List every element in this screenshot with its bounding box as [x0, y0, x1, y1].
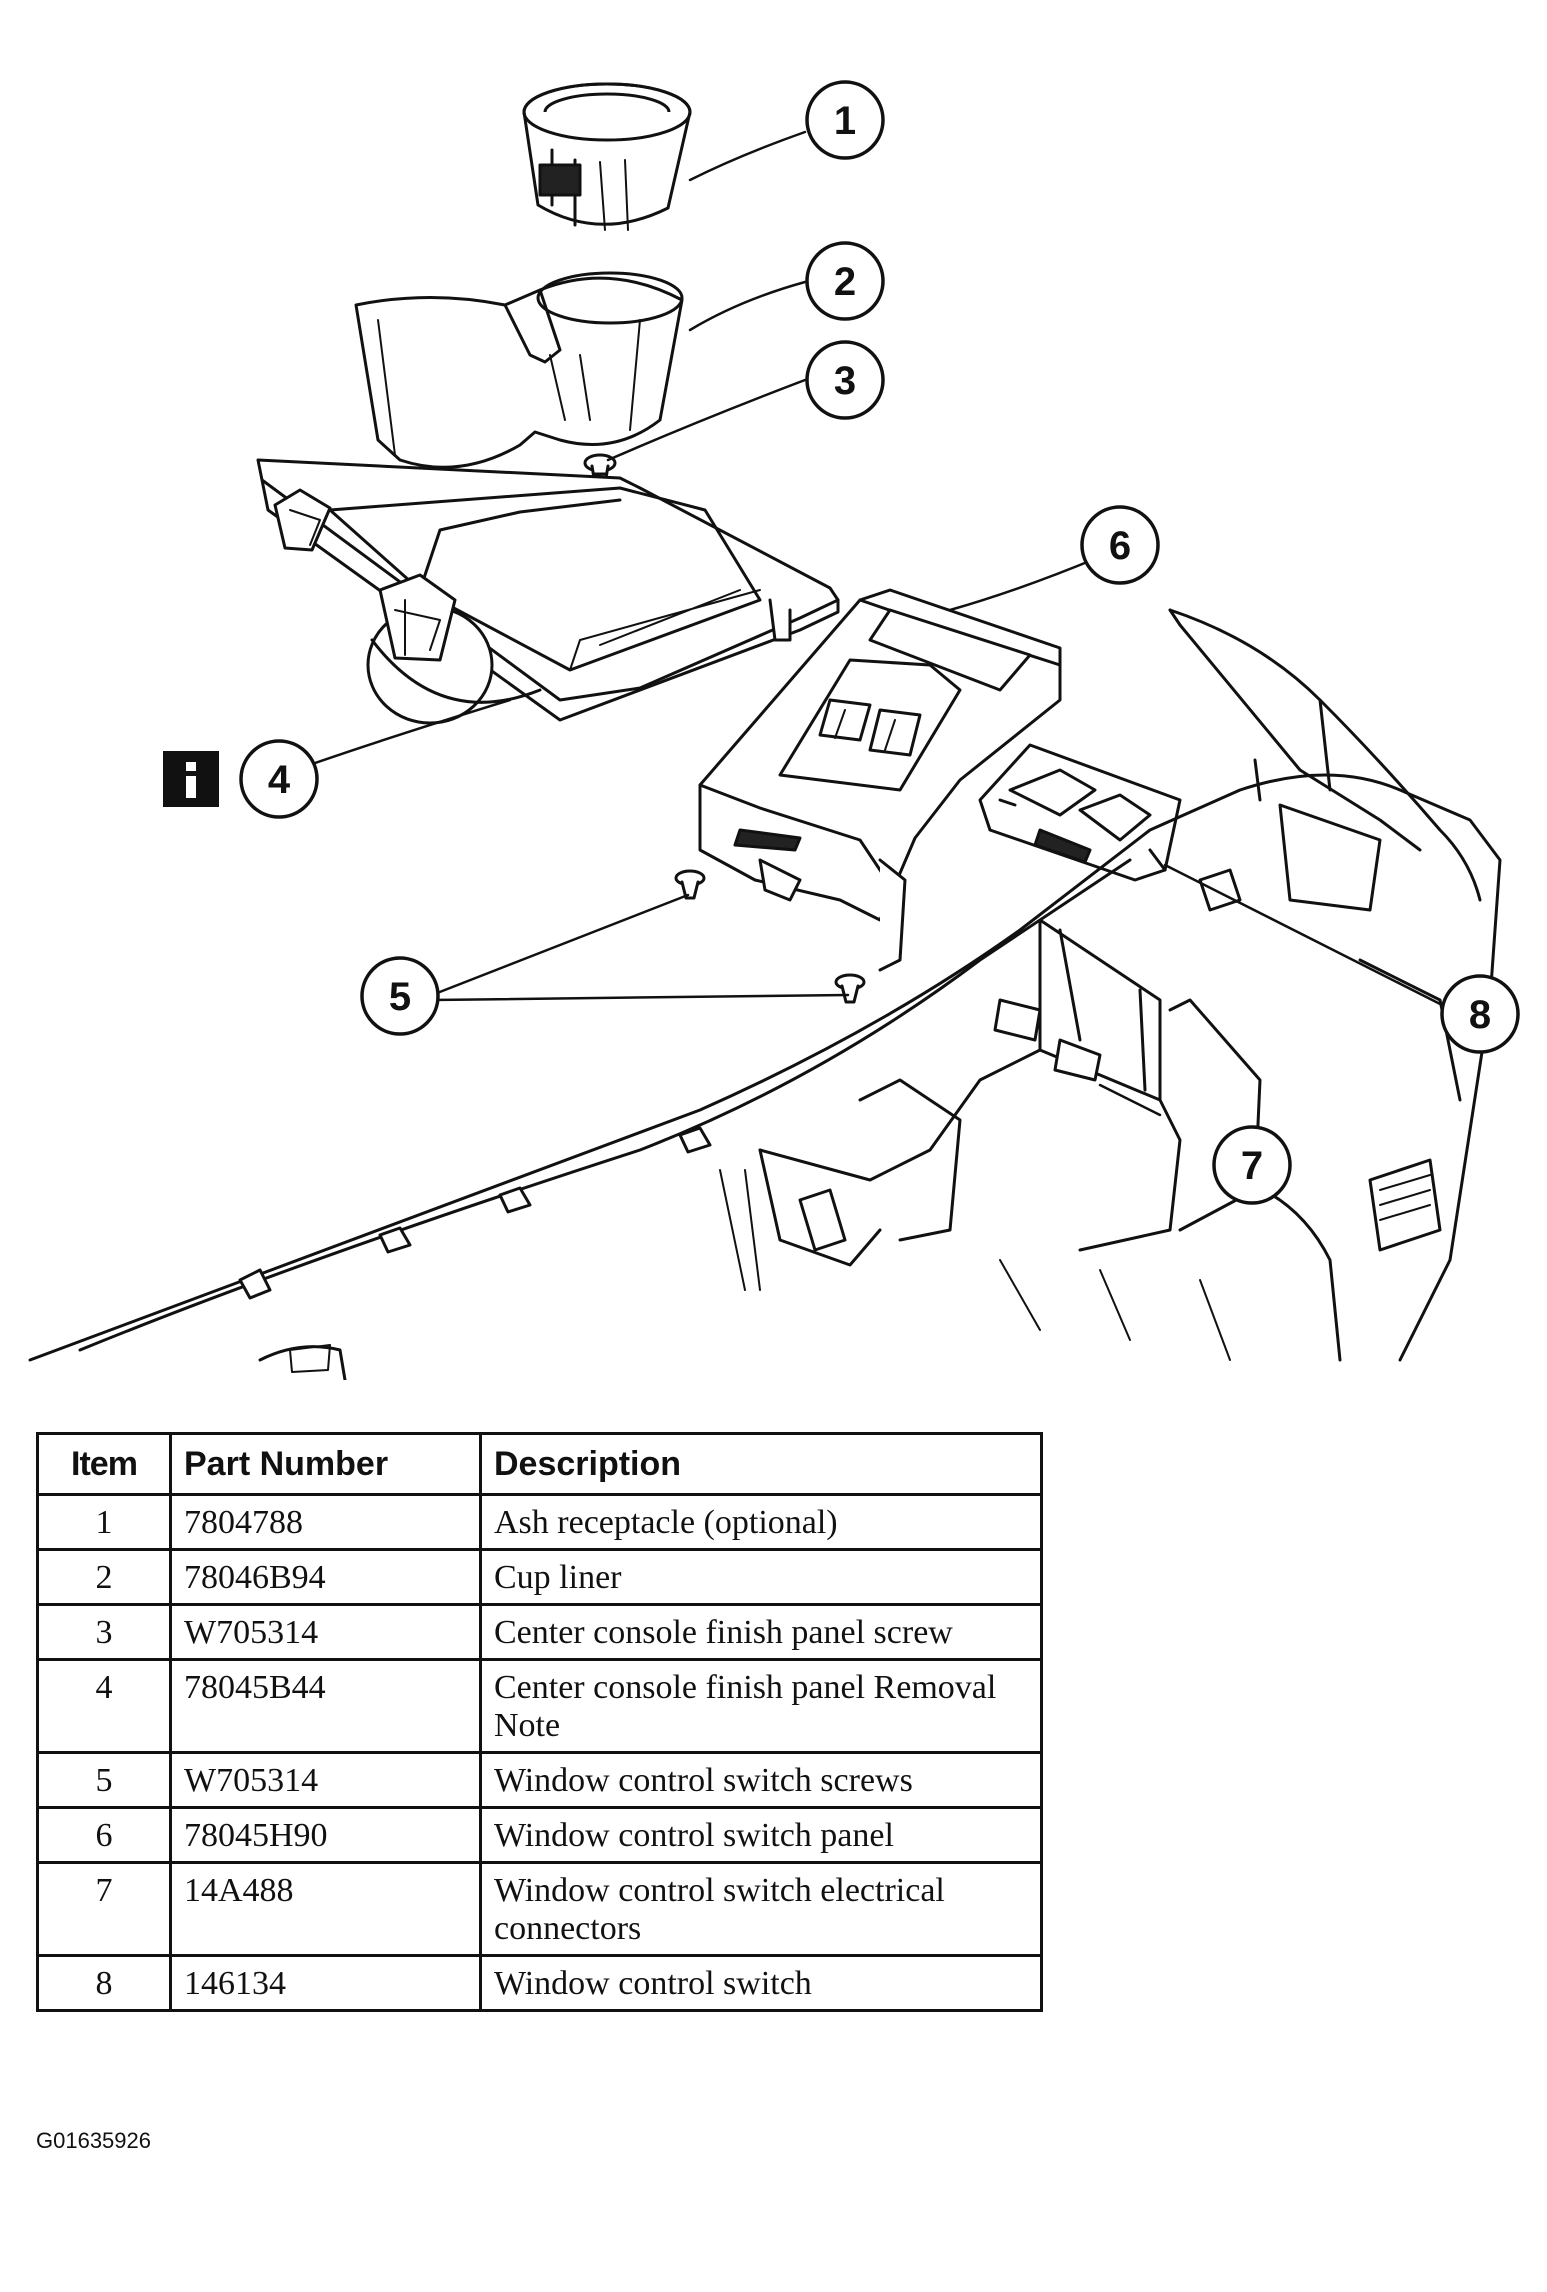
row-part-number: 78045B44 — [169, 1658, 482, 1754]
window-switch-screws-part — [674, 869, 866, 1004]
header-part-number: Part Number — [169, 1432, 482, 1496]
window-switch-panel-part — [698, 588, 1062, 972]
callout-1-label: 1 — [834, 99, 856, 143]
row-item: 2 — [36, 1548, 172, 1606]
table-row: 5 W705314 Window control switch screws — [36, 1751, 1043, 1809]
row-item: 4 — [36, 1658, 172, 1754]
callout-7-label: 7 — [1241, 1144, 1263, 1188]
row-part-number: 146134 — [169, 1954, 482, 2012]
row-item: 8 — [36, 1954, 172, 2012]
callout-2: 2 — [805, 241, 885, 321]
callout-8: 8 — [1440, 974, 1520, 1054]
header-item: Item — [36, 1432, 172, 1496]
callout-3: 3 — [805, 340, 885, 420]
row-description: Ash receptacle (optional) — [479, 1493, 1043, 1551]
callout-4: 4 — [163, 739, 319, 819]
row-part-number: 78045H90 — [169, 1806, 482, 1864]
row-description: Window control switch panel — [479, 1806, 1043, 1864]
row-part-number: 7804788 — [169, 1493, 482, 1551]
table-row: 6 78045H90 Window control switch panel — [36, 1806, 1043, 1864]
row-item: 6 — [36, 1806, 172, 1864]
row-description: Center console finish panel screw — [479, 1603, 1043, 1661]
row-description: Center console finish panel Removal Note — [479, 1658, 1043, 1754]
console-finish-panel-part — [256, 458, 840, 725]
table-row: 4 78045B44 Center console finish panel R… — [36, 1658, 1043, 1754]
callout-5-label: 5 — [389, 975, 411, 1019]
row-description: Window control switch screws — [479, 1751, 1043, 1809]
table-row: 2 78046B94 Cup liner — [36, 1548, 1043, 1606]
callout-3-label: 3 — [834, 359, 856, 403]
callout-5: 5 — [360, 956, 440, 1036]
row-part-number: 78046B94 — [169, 1548, 482, 1606]
row-item: 7 — [36, 1861, 172, 1957]
table-row: 7 14A488 Window control switch electrica… — [36, 1861, 1043, 1957]
table-row: 3 W705314 Center console finish panel sc… — [36, 1603, 1043, 1661]
table-row: 8 146134 Window control switch — [36, 1954, 1043, 2012]
callout-6: 6 — [1080, 505, 1160, 585]
row-item: 5 — [36, 1751, 172, 1809]
row-description: Window control switch — [479, 1954, 1043, 2012]
row-description: Cup liner — [479, 1548, 1043, 1606]
parts-table: Item Part Number Description 1 7804788 A… — [36, 1432, 1043, 2012]
callout-8-label: 8 — [1469, 993, 1491, 1037]
leader-lines — [293, 130, 1454, 1117]
header-description: Description — [479, 1432, 1043, 1496]
callout-6-label: 6 — [1109, 524, 1131, 568]
row-description: Window control switch electrical connect… — [479, 1861, 1043, 1957]
row-part-number: 14A488 — [169, 1861, 482, 1957]
callout-2-label: 2 — [834, 260, 856, 304]
exploded-parts-diagram: 1 2 3 4 5 6 7 8 — [28, 80, 1520, 1380]
row-part-number: W705314 — [169, 1603, 482, 1661]
callout-4-label: 4 — [268, 758, 291, 802]
window-control-switch-part — [978, 743, 1182, 882]
row-item: 1 — [36, 1493, 172, 1551]
callout-7: 7 — [1212, 1125, 1292, 1205]
table-row: 1 7804788 Ash receptacle (optional) — [36, 1493, 1043, 1551]
row-item: 3 — [36, 1603, 172, 1661]
cup-liner-part — [354, 271, 684, 469]
ash-receptacle-part — [522, 82, 692, 231]
figure-id: G01635926 — [36, 2128, 151, 2153]
row-part-number: W705314 — [169, 1751, 482, 1809]
center-console-body — [28, 608, 1502, 1380]
table-header-row: Item Part Number Description — [36, 1432, 1043, 1496]
callout-1: 1 — [805, 80, 885, 160]
